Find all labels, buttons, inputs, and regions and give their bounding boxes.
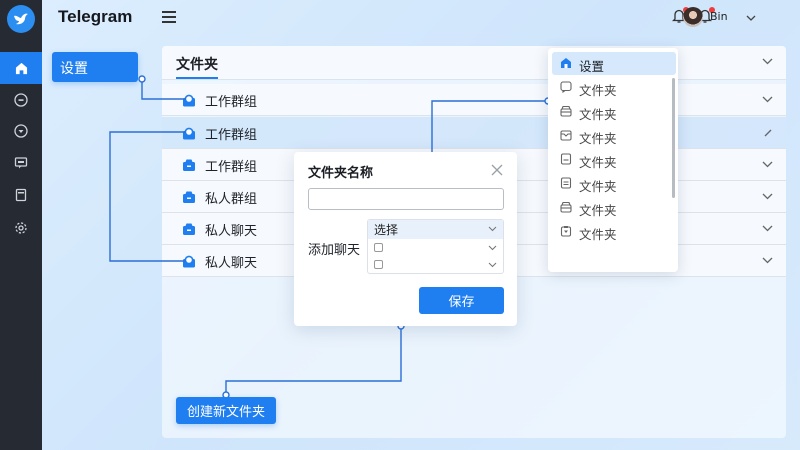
briefcase-icon (183, 159, 195, 171)
folder-label: 工作群组 (205, 160, 258, 175)
inbox-icon (560, 130, 572, 141)
dropdown-item[interactable]: 文件夹 (552, 148, 676, 171)
note-icon (560, 177, 572, 189)
folder-dropdown-menu: 设置 文件夹 文件夹 文件夹 文件夹 文件夹 文件夹 文件夹 (548, 48, 678, 272)
select-header[interactable]: 选择 (368, 220, 503, 239)
box-icon (560, 201, 572, 213)
rail-document-button[interactable] (0, 179, 42, 211)
dropdown-scrollbar[interactable] (672, 78, 675, 198)
folder-row-selected[interactable]: 工作群组 (162, 117, 786, 149)
chevron-down-circle-icon (14, 124, 28, 138)
dropdown-item-label: 设置 (579, 59, 605, 74)
home-icon (561, 58, 571, 68)
create-folder-dialog: 文件夹名称 添加聊天 选择 保存 (294, 152, 517, 326)
chevron-down-icon[interactable] (762, 193, 773, 200)
dropdown-item[interactable]: 文件夹 (552, 100, 676, 123)
briefcase-icon (183, 191, 195, 203)
dropdown-item-label: 文件夹 (579, 131, 617, 146)
checkbox[interactable] (374, 243, 383, 252)
chevron-down-icon[interactable] (746, 14, 756, 22)
create-folder-button[interactable]: 创建新文件夹 (176, 397, 276, 424)
note-icon (560, 153, 572, 165)
folder-row[interactable]: 工作群组 (162, 84, 786, 116)
rail-down-button[interactable] (0, 115, 42, 147)
gear-icon (15, 222, 27, 234)
chat-select[interactable]: 选择 (367, 219, 504, 274)
close-icon[interactable] (491, 164, 503, 176)
user-name[interactable]: Bin (710, 10, 728, 23)
folder-label: 工作群组 (205, 128, 258, 143)
dropdown-item[interactable]: 文件夹 (552, 76, 676, 99)
rail-settings-button[interactable] (0, 212, 42, 244)
dialog-title: 文件夹名称 (308, 166, 374, 181)
dropdown-item-label: 文件夹 (579, 179, 617, 194)
chat-bubble-icon (560, 81, 572, 93)
dropdown-item-settings[interactable]: 设置 (552, 52, 676, 75)
rail-home-button[interactable] (0, 52, 42, 84)
clipboard-icon (560, 226, 572, 237)
rail-minus-button[interactable] (0, 84, 42, 116)
rail-chat-button[interactable] (0, 147, 42, 179)
lock-camera-icon (183, 127, 195, 140)
dropdown-item[interactable]: 文件夹 (552, 220, 676, 243)
top-bar: Telegram (42, 0, 800, 36)
panel-header: 文件夹 (162, 46, 786, 80)
dropdown-item[interactable]: 文件夹 (552, 124, 676, 147)
lock-camera-icon (183, 255, 195, 268)
dropdown-item-label: 文件夹 (579, 155, 617, 170)
folder-label: 私人群组 (205, 192, 258, 207)
dropdown-item[interactable]: 文件夹 (552, 172, 676, 195)
minus-circle-icon (14, 93, 28, 107)
select-placeholder: 选择 (374, 223, 399, 237)
chevron-down-icon[interactable] (762, 58, 773, 65)
bell-icon (671, 9, 687, 23)
dropdown-item[interactable]: 文件夹 (552, 196, 676, 219)
document-icon (15, 188, 27, 202)
title-underline (176, 77, 218, 79)
chevron-down-icon[interactable] (762, 257, 773, 264)
dropdown-item-label: 文件夹 (579, 203, 617, 218)
icon-rail (0, 0, 42, 450)
select-option[interactable] (368, 239, 503, 256)
home-icon (15, 62, 27, 74)
add-chat-label: 添加聊天 (308, 243, 361, 258)
save-button[interactable]: 保存 (419, 287, 504, 314)
checkbox[interactable] (374, 260, 383, 269)
box-icon (560, 105, 572, 117)
select-option[interactable] (368, 256, 503, 273)
folder-label: 私人聊天 (205, 224, 258, 239)
chevron-down-icon (488, 262, 497, 268)
folder-name-input[interactable] (308, 188, 504, 210)
chevron-down-icon[interactable] (762, 96, 773, 103)
telegram-logo-icon[interactable] (7, 5, 35, 33)
folder-label: 私人聊天 (205, 256, 258, 271)
settings-button[interactable]: 设置 (52, 52, 138, 82)
chevron-down-icon[interactable] (762, 225, 773, 232)
dropdown-item-label: 文件夹 (579, 107, 617, 122)
briefcase-icon (183, 223, 195, 235)
chevron-down-icon (488, 245, 497, 251)
chevron-down-icon (488, 226, 497, 232)
avatar[interactable] (683, 7, 703, 27)
folder-label: 工作群组 (205, 95, 258, 110)
dropdown-item-label: 文件夹 (579, 83, 617, 98)
edit-slash-icon[interactable] (763, 129, 773, 137)
chat-monitor-icon (14, 157, 28, 169)
app-title: Telegram (58, 7, 133, 26)
notification-badge (709, 7, 715, 13)
dropdown-item-label: 文件夹 (579, 227, 617, 242)
lock-camera-icon (183, 94, 195, 107)
hamburger-icon[interactable] (162, 11, 176, 23)
panel-title: 文件夹 (176, 57, 218, 73)
chevron-down-icon[interactable] (762, 161, 773, 168)
